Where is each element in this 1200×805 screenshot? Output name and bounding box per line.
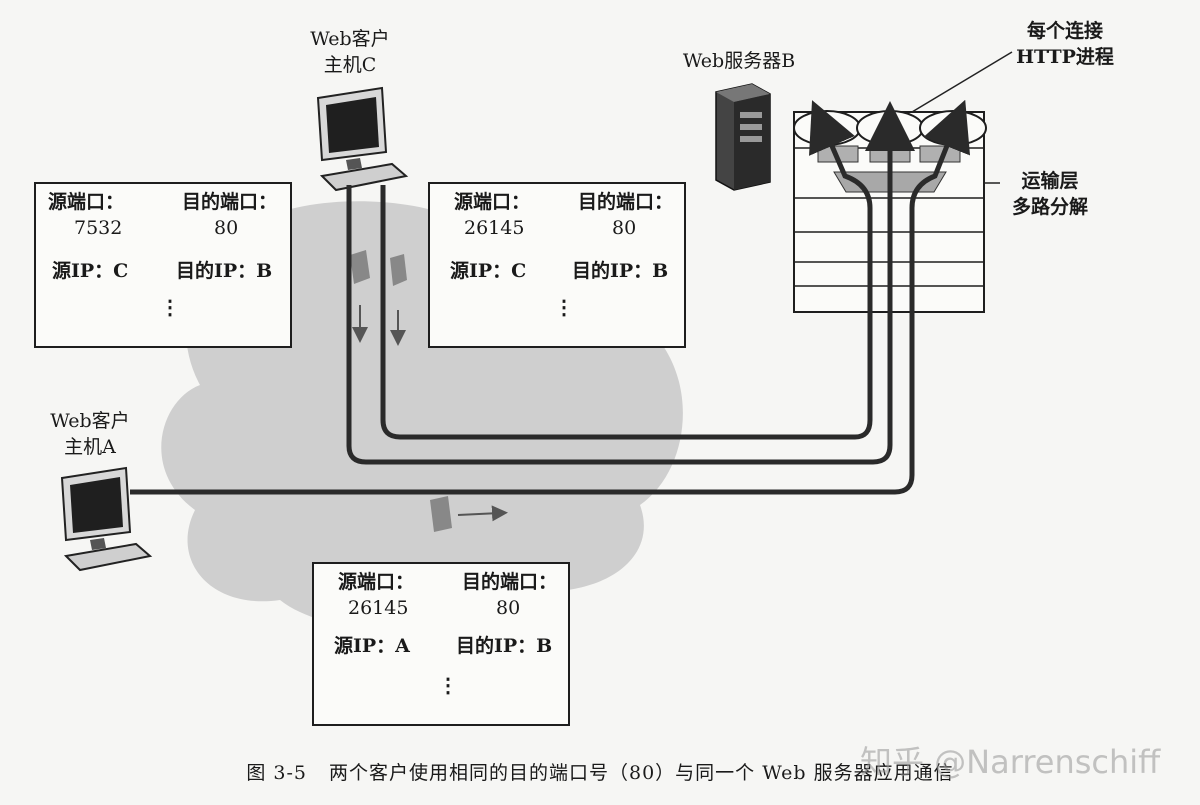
dst-port-value: 80 — [496, 597, 521, 619]
host-c-label: Web客户 主机C — [310, 28, 390, 76]
src-port-label: 源端口： — [338, 571, 415, 593]
host-a-computer-icon — [60, 466, 153, 572]
figure-caption-text: 两个客户使用相同的目的端口号（80）与同一个 Web 服务器应用通信 — [328, 762, 954, 784]
dst-port-label: 目的端口： — [462, 571, 558, 593]
host-a-label: Web客户 主机A — [50, 410, 130, 458]
src-port-value: 26145 — [348, 597, 409, 619]
src-ip: 源IP：A — [334, 635, 410, 657]
connection-c-7532 — [346, 101, 915, 465]
src-ip: 源IP：C — [450, 260, 527, 282]
segment-box-a-26145: 源端口： 目的端口： 26145 80 源IP：A 目的IP：B ⋮ — [312, 562, 570, 726]
watermark: 知乎 @Narrenschiff — [860, 743, 1161, 781]
segment-box-c-26145: 源端口： 目的端口： 26145 80 源IP：C 目的IP：B ⋮ — [428, 182, 686, 348]
host-c-computer-icon — [316, 86, 409, 192]
http-process-pointer — [911, 51, 1013, 113]
dst-ip: 目的IP：B — [176, 260, 273, 282]
src-ip: 源IP：C — [52, 260, 129, 282]
src-port-label: 源端口： — [48, 191, 125, 213]
http-process-label: 每个连接 HTTP进程 — [1016, 20, 1114, 68]
connection-a-26145 — [130, 99, 971, 495]
ellipsis: ⋮ — [160, 295, 180, 319]
src-port-value: 26145 — [464, 217, 525, 239]
packet-icons — [350, 250, 508, 532]
dst-ip: 目的IP：B — [572, 260, 669, 282]
src-port-label: 源端口： — [454, 191, 531, 213]
connection-c-26145 — [380, 100, 873, 440]
src-port-value: 7532 — [74, 217, 123, 239]
dst-port-value: 80 — [612, 217, 637, 239]
figure-caption: 图 3-5 两个客户使用相同的目的端口号（80）与同一个 Web 服务器应用通信 — [0, 758, 1200, 785]
dst-port-value: 80 — [214, 217, 239, 239]
ellipsis: ⋮ — [554, 295, 574, 319]
figure-number: 图 3-5 — [246, 762, 307, 784]
dst-port-label: 目的端口： — [578, 191, 674, 213]
server-b-tower-icon — [715, 83, 771, 191]
ellipsis: ⋮ — [438, 673, 458, 697]
server-b-label: Web服务器B — [682, 50, 796, 72]
dst-ip: 目的IP：B — [456, 635, 553, 657]
connection-paths — [130, 99, 971, 495]
segment-box-c-7532: 源端口： 目的端口： 7532 80 源IP：C 目的IP：B ⋮ — [34, 182, 292, 348]
dst-port-label: 目的端口： — [182, 191, 278, 213]
transport-demux-label: 运输层 多路分解 — [1011, 170, 1088, 218]
